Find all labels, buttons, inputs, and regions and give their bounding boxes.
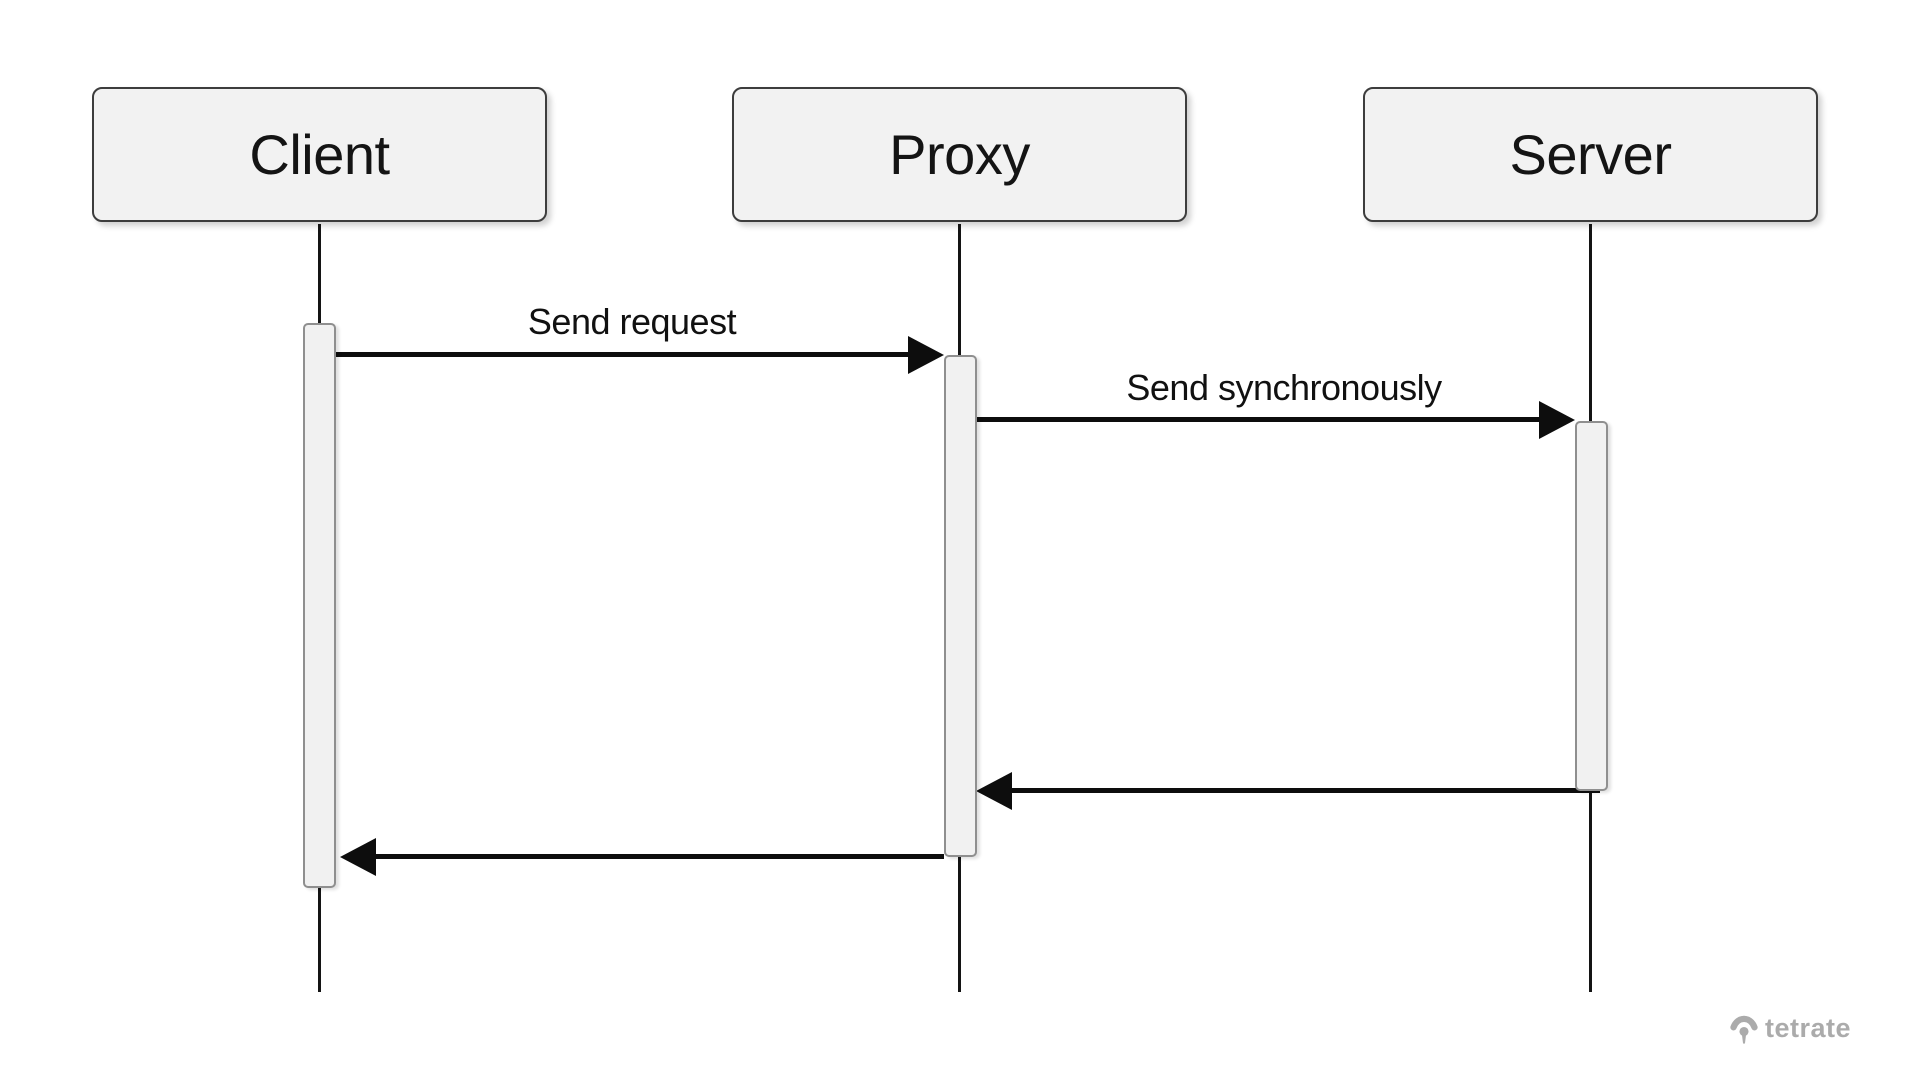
arrowhead-left-icon	[340, 838, 376, 876]
tetrate-logo-icon	[1730, 1015, 1758, 1044]
arrowhead-left-icon	[976, 772, 1012, 810]
participant-proxy: Proxy	[732, 87, 1187, 222]
proxy-activation-bar	[944, 355, 977, 857]
participant-server: Server	[1363, 87, 1818, 222]
arrow-line	[376, 854, 944, 859]
participant-client: Client	[92, 87, 547, 222]
participant-proxy-label: Proxy	[889, 123, 1030, 186]
arrowhead-right-icon	[908, 336, 944, 374]
tetrate-logo-text: tetrate	[1765, 1012, 1852, 1043]
participant-client-label: Client	[249, 123, 390, 186]
client-activation-bar	[303, 323, 336, 888]
tetrate-logo: tetrate	[1730, 1008, 1851, 1048]
arrow-line	[976, 417, 1541, 422]
participant-server-label: Server	[1509, 123, 1672, 186]
arrow-line	[336, 352, 910, 357]
arrowhead-right-icon	[1539, 401, 1575, 439]
arrow-line	[1010, 788, 1600, 793]
server-activation-bar	[1575, 421, 1608, 791]
message-label: Send synchronously	[1126, 367, 1442, 408]
message-label: Send request	[527, 301, 737, 342]
